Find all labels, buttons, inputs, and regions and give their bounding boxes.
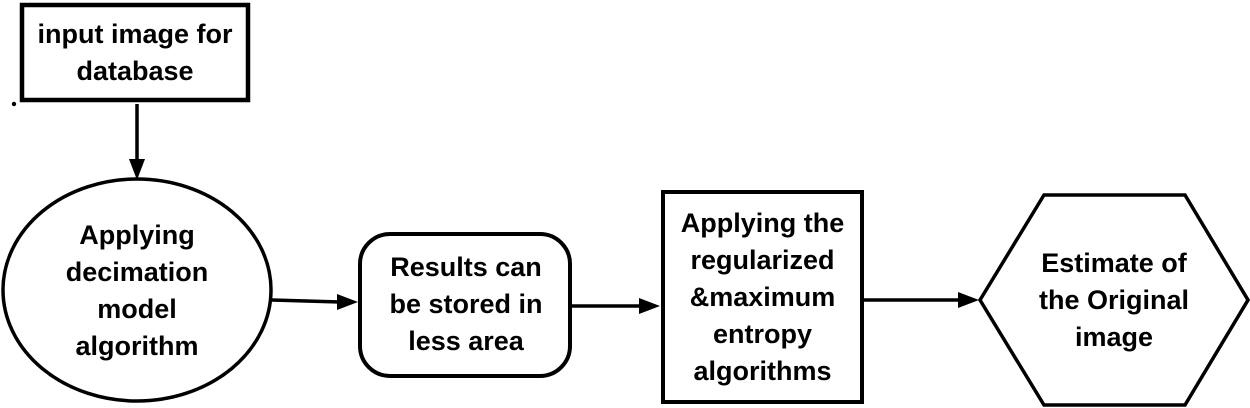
arrow-input-to-decimation-head [129, 159, 145, 180]
stray-period-mark [11, 101, 17, 107]
decimation-ellipse [1, 177, 273, 403]
estimate-hexagon [977, 193, 1250, 407]
input-image-box [19, 2, 251, 103]
arrow-entropy-to-estimate-head [958, 292, 979, 308]
arrow-decimation-to-results-head [337, 294, 358, 310]
entropy-box [661, 190, 864, 404]
arrow-decimation-to-results-line [271, 298, 341, 304]
arrow-results-to-entropy-head [639, 298, 660, 314]
results-rounded-box [358, 232, 572, 378]
